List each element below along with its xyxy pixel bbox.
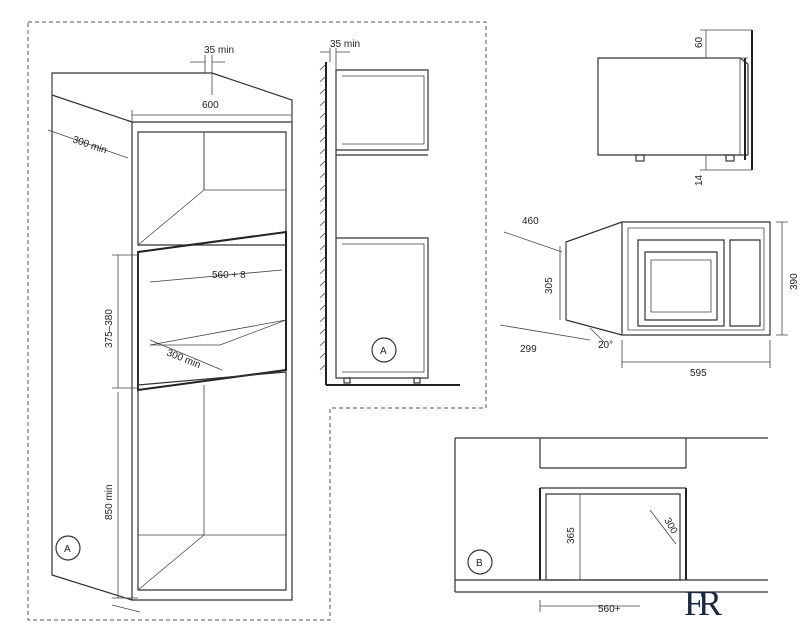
side-elevation: 60 14 — [597, 29, 753, 186]
dim-595-label: 595 — [690, 368, 707, 379]
dim-305-label: 305 — [544, 277, 555, 294]
dim-460-label: 460 — [522, 216, 539, 227]
microwave-iso: 460 305 390 299 20° 595 — [499, 216, 800, 379]
front-cabinet — [51, 72, 293, 613]
dim-390-label: 390 — [789, 273, 800, 290]
gap-top-side-label: 35 min — [330, 39, 360, 50]
dim-365-label: 365 — [566, 527, 577, 544]
gap-top-front-label: 35 min — [204, 45, 234, 56]
dim-20deg-label: 20° — [598, 340, 613, 351]
dim-560-b-label: 560+ — [598, 604, 621, 615]
base-height-label: 850 min — [104, 484, 115, 520]
mark-a-side: A — [380, 346, 387, 357]
mark-a-front: A — [64, 544, 71, 555]
dim-14-label: 14 — [694, 174, 705, 186]
depth-300-inner-label: 300 min — [165, 348, 202, 372]
opening-width-label: 560 + 8 — [212, 270, 246, 281]
niche-height-label: 375–380 — [104, 309, 115, 348]
front-dimensions: 35 min 600 300 min 560 + 8 375–380 300 m… — [47, 45, 293, 599]
section-b: 365 300 560+ B — [454, 437, 768, 615]
mark-b: B — [476, 558, 483, 569]
dim-299-label: 299 — [520, 344, 537, 355]
width-600-label: 600 — [202, 100, 219, 111]
brand-logo: FR — [684, 583, 722, 623]
depth-300-top-label: 300 min — [71, 134, 108, 156]
dim-60-label: 60 — [694, 36, 705, 48]
side-view: 35 min A — [319, 39, 460, 386]
dim-300-b-label: 300 — [661, 516, 679, 536]
section-a-frame — [27, 21, 487, 621]
